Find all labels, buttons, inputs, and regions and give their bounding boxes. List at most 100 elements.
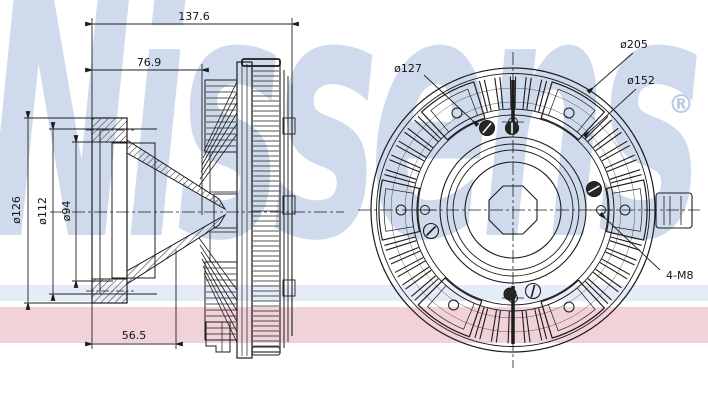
leader-d127 bbox=[423, 74, 480, 128]
fin-spoke bbox=[592, 272, 619, 293]
fin-spoke bbox=[526, 77, 532, 110]
disc-circle-3 bbox=[446, 143, 580, 277]
bolt-hole bbox=[420, 205, 430, 215]
stack-tab-1 bbox=[282, 117, 296, 135]
label-outer-dia: ø205 bbox=[620, 38, 648, 51]
fan-line-lower bbox=[202, 265, 238, 333]
fin-spoke bbox=[394, 257, 424, 273]
front-view: ø127 ø205 ø152 4-M8 bbox=[358, 38, 700, 368]
fan-line-upper bbox=[201, 102, 238, 166]
side-dimensions bbox=[24, 18, 299, 349]
front-dimension-labels: ø127 ø205 ø152 4-M8 bbox=[394, 38, 693, 282]
fan-line-lower bbox=[199, 244, 238, 301]
fin-spoke bbox=[507, 311, 510, 344]
fan-line-lower bbox=[200, 251, 238, 312]
fin-spoke bbox=[610, 236, 642, 246]
pad-inset bbox=[383, 188, 414, 232]
fin-spoke bbox=[397, 260, 426, 278]
stack-tab-2 bbox=[282, 195, 296, 215]
fin-spoke bbox=[605, 251, 635, 266]
stack-fin-lines bbox=[253, 70, 279, 347]
pad-inset bbox=[427, 285, 475, 330]
label-hub-depth: 56.5 bbox=[122, 329, 147, 342]
fin-spoke bbox=[411, 275, 436, 297]
label-flange-id: ø94 bbox=[60, 201, 73, 222]
fin-spoke bbox=[494, 77, 500, 110]
leader-d205 bbox=[586, 52, 634, 94]
pad bbox=[417, 277, 483, 338]
label-fin-inner-dia: ø152 bbox=[627, 74, 655, 87]
fan-line-upper bbox=[203, 81, 238, 152]
fin-spoke bbox=[404, 131, 431, 152]
fin-spoke bbox=[474, 307, 485, 339]
fin-spoke bbox=[609, 169, 641, 180]
watermark-text: Nissens bbox=[0, 0, 703, 316]
pad-hole bbox=[563, 301, 575, 313]
fan-line-upper bbox=[198, 133, 238, 187]
brand-registered-mark: ® bbox=[668, 90, 694, 120]
screw-slot bbox=[530, 284, 536, 298]
disc-circle-4 bbox=[452, 149, 574, 271]
fin-spoke bbox=[525, 310, 531, 343]
bolt-hole bbox=[596, 205, 606, 215]
pad bbox=[540, 81, 605, 141]
stack-bottom-cap bbox=[251, 346, 281, 356]
fin-spoke bbox=[398, 140, 427, 158]
pad bbox=[378, 179, 421, 241]
screw-head bbox=[503, 287, 517, 301]
cone-upper bbox=[126, 139, 227, 211]
fin-spoke bbox=[405, 269, 432, 290]
disc-circle-5 bbox=[464, 161, 562, 259]
label-flange-od: ø126 bbox=[10, 196, 23, 224]
center-bore bbox=[488, 185, 538, 235]
fin-spoke bbox=[606, 247, 637, 261]
fin-spoke bbox=[514, 76, 517, 109]
pad-hole bbox=[619, 204, 631, 216]
fan-line-upper bbox=[199, 123, 238, 180]
logo-band-pink bbox=[0, 307, 708, 343]
fin-spoke bbox=[490, 310, 497, 342]
pad bbox=[605, 179, 648, 241]
main-plate bbox=[236, 61, 253, 359]
fin-spoke bbox=[595, 131, 622, 152]
fin-spoke bbox=[499, 77, 504, 110]
fin-spoke bbox=[478, 80, 488, 112]
fin-spoke bbox=[389, 159, 420, 173]
fin-spoke bbox=[385, 240, 417, 251]
fan-line-upper bbox=[200, 112, 238, 173]
fin-spoke bbox=[385, 169, 417, 180]
fin-spoke bbox=[592, 127, 619, 148]
fan-line-upper bbox=[202, 91, 238, 159]
leader-4m8 bbox=[598, 211, 661, 271]
pad-inset bbox=[612, 188, 643, 232]
hub-block-lower bbox=[209, 231, 238, 263]
label-flange-mid: ø112 bbox=[36, 197, 49, 225]
fin-stack bbox=[251, 65, 281, 353]
label-overall-width: 137.6 bbox=[178, 10, 210, 23]
pad-hole bbox=[451, 107, 463, 119]
side-view: 137.6 76.9 56.5 ø126 ø112 ø94 bbox=[10, 10, 344, 359]
cone-lower bbox=[126, 213, 227, 285]
screw-head bbox=[524, 282, 542, 300]
outer-circle-2 bbox=[376, 73, 650, 347]
fin-spoke bbox=[402, 266, 430, 286]
leader-d152 bbox=[582, 88, 637, 139]
fin-spoke bbox=[388, 247, 419, 260]
screw-slot bbox=[482, 122, 492, 134]
fin-spoke bbox=[585, 281, 609, 304]
label-front-width: 76.9 bbox=[137, 56, 162, 69]
fin-spoke bbox=[396, 145, 425, 162]
screws bbox=[422, 119, 603, 301]
fin-spoke bbox=[587, 119, 612, 142]
fin-spoke bbox=[610, 174, 642, 184]
stack-tab-3 bbox=[282, 279, 296, 297]
fin-spoke bbox=[384, 236, 416, 246]
fin-spoke bbox=[538, 308, 548, 340]
fin-spoke bbox=[534, 309, 543, 341]
outer-circle bbox=[370, 67, 656, 353]
foot-outline bbox=[205, 321, 231, 353]
screw-head bbox=[422, 222, 440, 240]
side-dimension-labels: 137.6 76.9 56.5 ø126 ø112 ø94 bbox=[10, 10, 210, 342]
pad-inset bbox=[430, 88, 479, 133]
